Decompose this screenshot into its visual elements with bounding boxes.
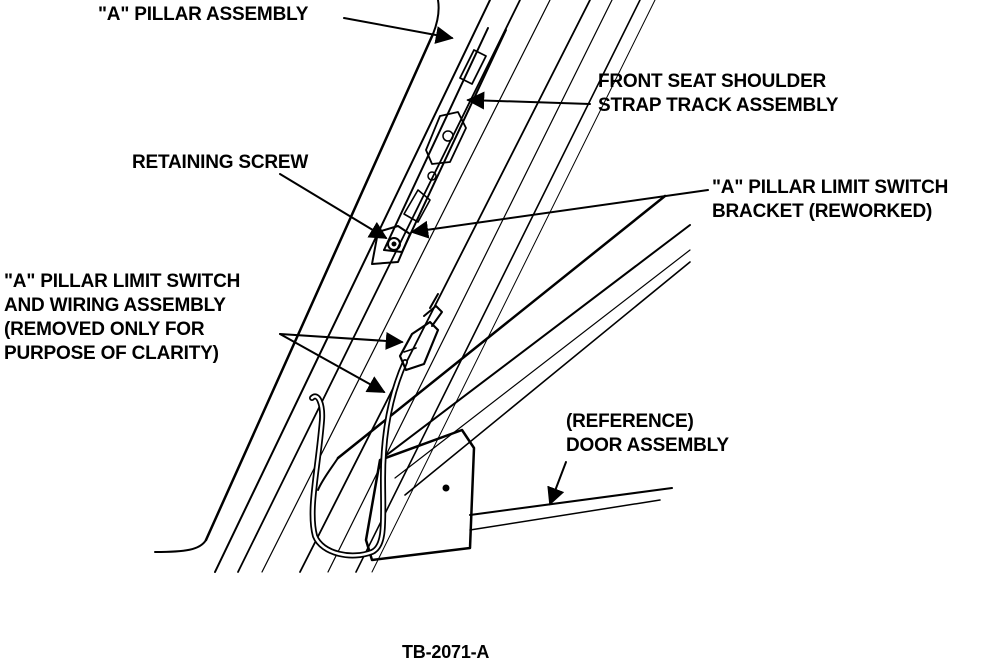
label-switch-line2: AND WIRING ASSEMBLY bbox=[4, 295, 226, 316]
label-door-line2: DOOR ASSEMBLY bbox=[566, 435, 729, 456]
label-strap-track-line1: FRONT SEAT SHOULDER bbox=[598, 71, 827, 92]
limit-switch bbox=[400, 294, 442, 370]
label-strap-track-line2: STRAP TRACK ASSEMBLY bbox=[598, 95, 839, 116]
shoulder-strap-track bbox=[384, 28, 506, 252]
door-hinge-panel bbox=[366, 430, 672, 560]
label-door-line1: (REFERENCE) bbox=[566, 411, 694, 432]
label-switch-line4: PURPOSE OF CLARITY) bbox=[4, 343, 219, 364]
door-frame bbox=[318, 196, 690, 495]
label-bracket-line2: BRACKET (REWORKED) bbox=[712, 201, 933, 222]
label-switch-line1: "A" PILLAR LIMIT SWITCH bbox=[4, 271, 241, 292]
label-bracket-line1: "A" PILLAR LIMIT SWITCH bbox=[712, 177, 949, 198]
figure-id: TB-2071-A bbox=[402, 642, 490, 662]
wiring-harness bbox=[312, 362, 405, 555]
label-switch-line3: (REMOVED ONLY FOR bbox=[4, 319, 205, 340]
limit-switch-bracket bbox=[372, 226, 410, 264]
label-retaining-screw: RETAINING SCREW bbox=[132, 152, 309, 173]
leader-arrows bbox=[280, 18, 708, 506]
label-a-pillar-assembly: "A" PILLAR ASSEMBLY bbox=[98, 4, 309, 25]
